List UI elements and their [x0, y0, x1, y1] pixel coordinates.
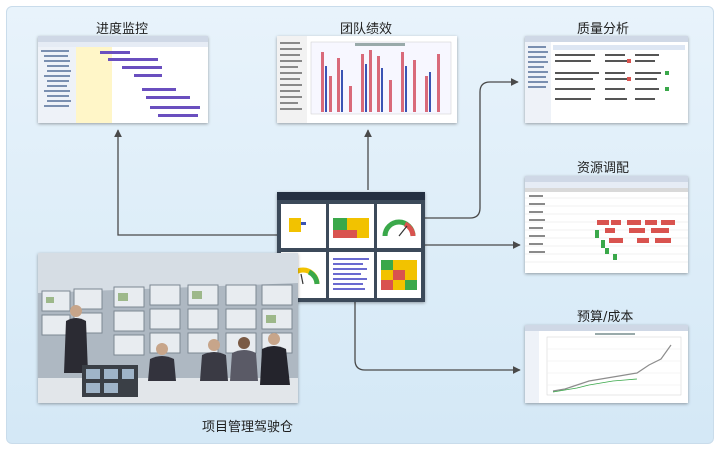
- label-progress-monitoring: 进度监控: [96, 22, 149, 37]
- label-resource-allocation: 资源调配: [577, 161, 630, 176]
- resource-screenshot: [525, 176, 688, 273]
- quality-table-preview: [525, 36, 688, 123]
- line-chart-preview: [525, 325, 688, 403]
- bar-chart-preview: [277, 36, 452, 123]
- budget-screenshot: [525, 325, 688, 403]
- cockpit-room-photo: [38, 253, 298, 403]
- progress-screenshot: [38, 36, 208, 123]
- label-project-cockpit: 项目管理驾驶仓: [202, 420, 294, 435]
- quality-screenshot: [525, 36, 688, 123]
- label-budget-cost: 预算/成本: [577, 310, 634, 325]
- dashboard-screenshot: [277, 192, 425, 302]
- label-quality-analysis: 质量分析: [577, 22, 630, 37]
- label-team-performance: 团队绩效: [340, 22, 393, 37]
- resource-grid-preview: [525, 176, 688, 263]
- team-screenshot: [277, 36, 457, 123]
- dashboard-preview: [277, 192, 425, 298]
- meeting-room-illustration: [38, 253, 298, 403]
- gantt-preview: [38, 36, 208, 123]
